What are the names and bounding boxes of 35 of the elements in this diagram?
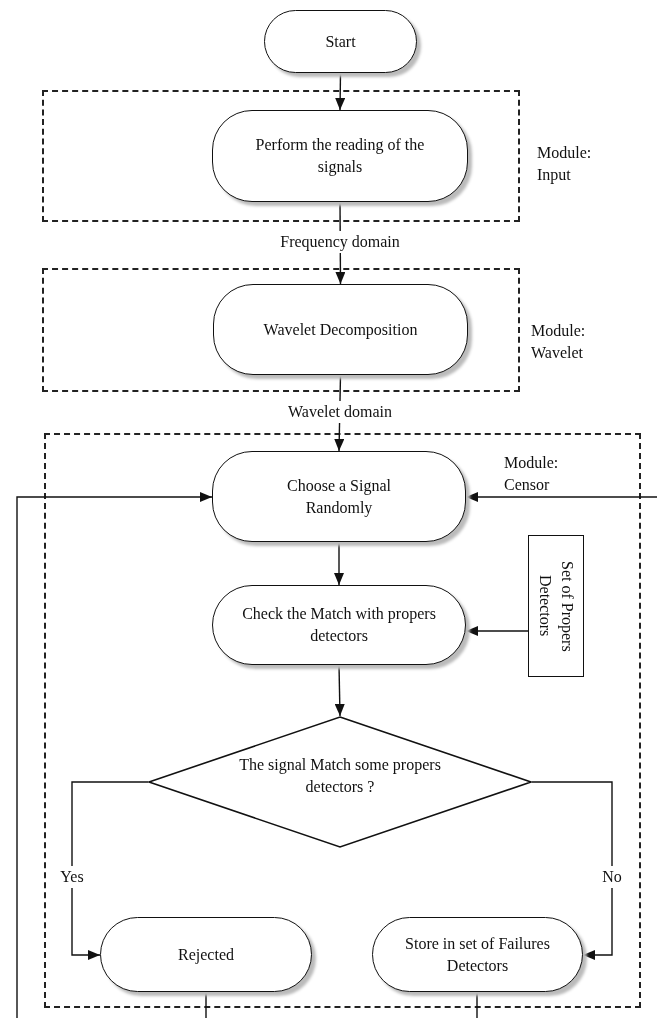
process-box [212,451,466,542]
edge-label: Yes [58,866,86,888]
edge-label: Wavelet domain [286,401,394,423]
step-label: Choose a Signal Randomly [286,475,392,519]
process-box [212,110,468,202]
connector-line [476,991,478,1018]
step-label: Store in set of Failures Detectors [404,933,551,976]
arrow [465,626,529,636]
edge-label: No [600,866,624,888]
step-label: Wavelet Decomposition [263,319,418,341]
arrow [334,664,345,717]
process-box [213,284,468,375]
module-label: Module: Wavelet [531,321,587,363]
module-label: Module: Input [537,143,593,186]
process-box [100,917,312,992]
step-label: Start [325,31,356,52]
arrow [531,781,613,960]
arrow [465,492,657,502]
process-box [212,585,466,665]
arrow [335,72,346,111]
module-label: Module: Censor [504,453,560,495]
process-box [372,917,583,992]
arrow [71,781,149,960]
connector-line [205,991,207,1018]
edge-label: Frequency domain [278,231,402,253]
process-box [264,10,417,73]
step-label: Rejected [178,944,234,966]
store-label: Set of Propers Detectors [536,559,577,654]
question-label: The signal Match some propers detectors ? [238,755,442,797]
arrow [334,541,344,586]
module-frame [44,433,641,1008]
arrow [16,492,213,1018]
data-store-box [528,535,584,677]
step-label: Perform the reading of the signals [254,135,426,178]
step-label: Check the Match with propers detectors [241,604,437,646]
